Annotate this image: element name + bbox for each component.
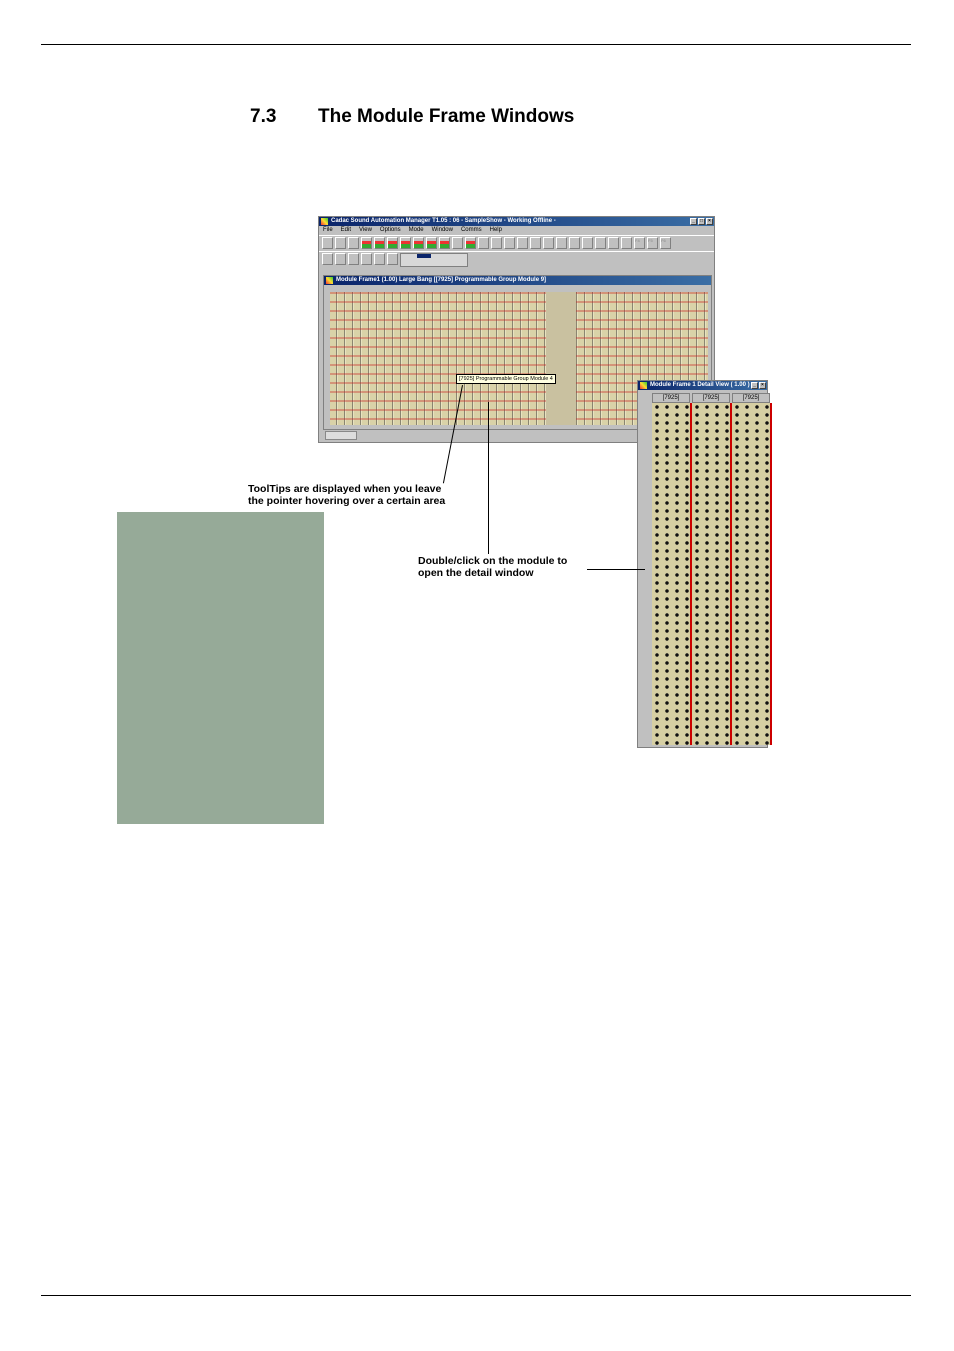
module-strip[interactable] [732, 403, 772, 745]
callout-text: open the detail window [418, 567, 534, 579]
f4-button[interactable]: F4 [634, 237, 645, 249]
bottom-rule [41, 1295, 911, 1296]
tool-icon[interactable] [348, 253, 359, 265]
menubar: File Edit View Options Mode Window Comms… [319, 226, 714, 235]
open-icon[interactable] [335, 237, 346, 249]
tool-icon[interactable] [387, 253, 398, 265]
f6-button[interactable]: F6 [660, 237, 671, 249]
menu-mode[interactable]: Mode [408, 227, 424, 233]
menu-window[interactable]: Window [431, 227, 453, 233]
app-icon [321, 218, 328, 225]
tool-icon[interactable] [530, 237, 541, 249]
menu-comms[interactable]: Comms [460, 227, 482, 233]
tool-icon[interactable] [478, 237, 489, 249]
tooltip: [7925] Programmable Group Module 4 [456, 374, 556, 384]
tool-icon[interactable] [491, 237, 502, 249]
tool-icon[interactable] [413, 237, 424, 249]
tool-icon[interactable] [517, 237, 528, 249]
main-titlebar: Cadac Sound Automation Manager T1.05 : 0… [319, 217, 714, 226]
note-icon[interactable] [543, 237, 554, 249]
frame-titlebar: Module Frame1 (1.00) Large Bang [[7925] … [324, 276, 711, 285]
close-button[interactable]: × [706, 218, 713, 225]
seq-ctrl-icon[interactable] [582, 237, 593, 249]
module-strip[interactable] [692, 403, 732, 745]
new-icon[interactable] [322, 237, 333, 249]
empty-slot [546, 292, 576, 425]
tool-icon[interactable] [439, 237, 450, 249]
frame-title: Module Frame1 (1.00) Large Bang [[7925] … [336, 277, 547, 283]
callout-text: the pointer hovering over a certain area [248, 495, 446, 507]
detail-titlebar: Module Frame 1 Detail View ( 1.00 ) _× [638, 381, 767, 390]
maximize-button[interactable]: □ [698, 218, 705, 225]
minimize-button[interactable]: _ [751, 382, 758, 389]
tool-icon[interactable] [556, 237, 567, 249]
doubleclick-callout: Double/click on the module to open the d… [418, 555, 567, 579]
f1-icon[interactable] [595, 237, 606, 249]
callout-text: ToolTips are displayed when you leave [248, 483, 442, 495]
tool-icon[interactable] [335, 253, 346, 265]
position-slider[interactable] [400, 253, 468, 267]
main-window-title: Cadac Sound Automation Manager T1.05 : 0… [331, 218, 556, 224]
detail-window-title: Module Frame 1 Detail View ( 1.00 ) [650, 382, 750, 388]
save-icon[interactable] [348, 237, 359, 249]
tooltip-callout: ToolTips are displayed when you leave th… [248, 483, 445, 507]
tool-icon[interactable] [465, 237, 476, 249]
tool-icon[interactable] [504, 237, 515, 249]
tool-icon[interactable] [426, 237, 437, 249]
tool-icon[interactable] [387, 237, 398, 249]
seq-list-icon[interactable] [569, 237, 580, 249]
section-title: The Module Frame Windows [318, 106, 575, 127]
minimize-button[interactable]: _ [690, 218, 697, 225]
menu-options[interactable]: Options [379, 227, 401, 233]
tool-icon[interactable] [374, 237, 385, 249]
record-icon[interactable] [322, 253, 333, 265]
menu-view[interactable]: View [359, 227, 372, 233]
close-button[interactable]: × [759, 382, 766, 389]
column-header[interactable]: [7925] [692, 393, 730, 403]
tool-icon[interactable] [361, 253, 372, 265]
f3-icon[interactable] [621, 237, 632, 249]
frame-scrollbar[interactable] [325, 431, 357, 440]
menu-edit[interactable]: Edit [340, 227, 352, 233]
detail-window: Module Frame 1 Detail View ( 1.00 ) _× [… [637, 380, 772, 748]
menu-help[interactable]: Help [489, 227, 502, 233]
tool-icon[interactable] [374, 253, 385, 265]
tool-icon[interactable] [400, 237, 411, 249]
callout-line [587, 569, 645, 570]
top-rule [41, 44, 911, 45]
tool-icon[interactable] [361, 237, 372, 249]
section-number: 7.3 [250, 106, 277, 127]
f5-button[interactable]: F5 [647, 237, 658, 249]
callout-line [488, 402, 489, 554]
callout-text: Double/click on the module to [418, 555, 568, 567]
column-header[interactable]: [7925] [652, 393, 690, 403]
f2-icon[interactable] [608, 237, 619, 249]
lock-icon[interactable] [452, 237, 463, 249]
toolbar-transport [319, 251, 714, 267]
column-header[interactable]: [7925] [732, 393, 770, 403]
module-strip[interactable] [652, 403, 692, 745]
sidebar-panel [117, 512, 324, 824]
menu-file[interactable]: File [323, 227, 333, 233]
